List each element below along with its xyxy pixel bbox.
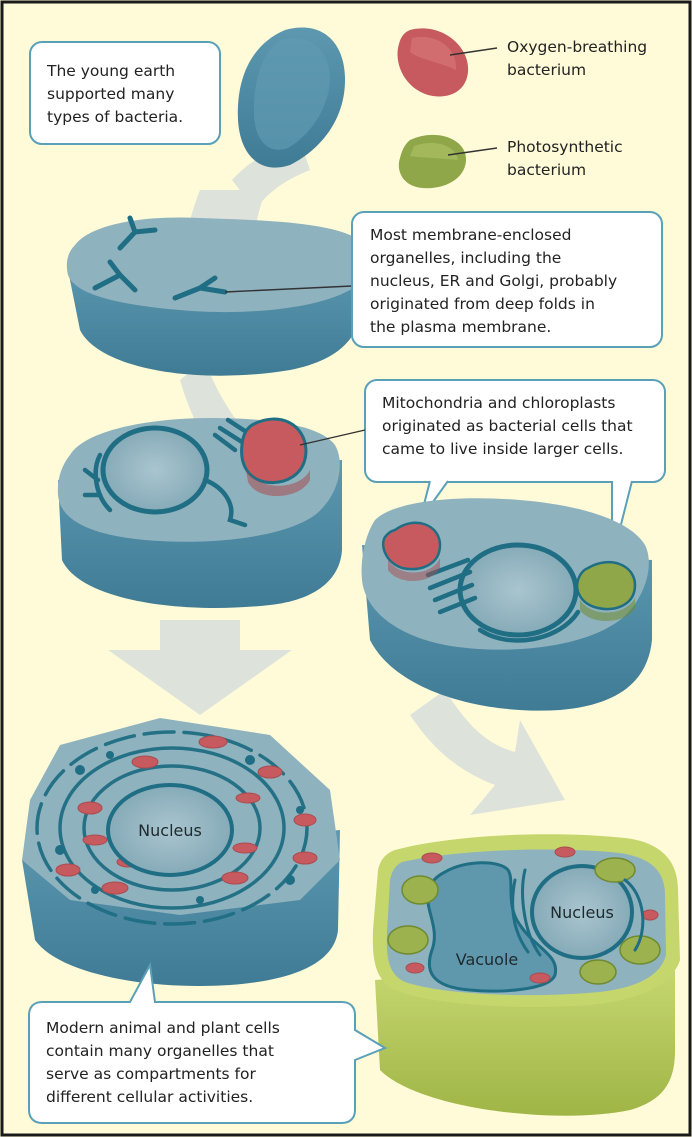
callout-membrane-line5: the plasma membrane. (370, 318, 551, 336)
chloroplast-2 (388, 926, 428, 954)
callout-mito-line1: Mitochondria and chloroplasts (382, 394, 615, 412)
chloroplast-3 (595, 858, 635, 882)
animal-mito-12 (102, 882, 128, 894)
vesicle-3 (245, 755, 255, 765)
legend-photo-line2: bacterium (507, 161, 586, 179)
plant-ancestor-nucleus (460, 545, 576, 635)
callout-young-earth-line3: types of bacteria. (47, 108, 183, 126)
animal-mito-8 (233, 843, 257, 853)
animal-mito-6 (294, 814, 316, 826)
vesicle-1 (75, 765, 85, 775)
plant-mito-4 (406, 963, 424, 973)
animal-mito-2 (132, 756, 158, 768)
callout-membrane-line2: organelles, including the (370, 249, 561, 267)
plant-mito-1 (422, 853, 442, 863)
plant-mito-3 (642, 910, 658, 920)
callout-membrane-line3: nucleus, ER and Golgi, probably (370, 272, 617, 290)
vesicle-6 (91, 886, 99, 894)
callout-modern-line2: contain many organelles that (46, 1042, 274, 1060)
legend-oxygen-line1: Oxygen-breathing (507, 38, 647, 56)
callout-modern-line1: Modern animal and plant cells (46, 1019, 280, 1037)
vesicle-5 (55, 845, 65, 855)
animal-mito-7 (83, 835, 107, 845)
vesicle-8 (196, 896, 204, 904)
early-nucleus (103, 428, 207, 512)
legend-photo-line1: Photosynthetic (507, 138, 623, 156)
engulfed-oxygen-bacterium (242, 419, 306, 483)
animal-mito-11 (222, 872, 248, 884)
vacuole-label: Vacuole (456, 950, 519, 969)
vesicle-2 (106, 751, 114, 759)
vesicle-4 (296, 806, 304, 814)
animal-mito-5 (236, 793, 260, 803)
callout-membrane-line1: Most membrane-enclosed (370, 226, 571, 244)
callout-mito-line2: originated as bacterial cells that (382, 417, 633, 435)
plant-mito-5 (530, 973, 550, 983)
animal-mito-4 (78, 802, 102, 814)
callout-young-earth-line2: supported many (47, 85, 174, 103)
vesicle-7 (285, 875, 295, 885)
folding-cell (67, 217, 366, 375)
animal-mito-10 (56, 864, 80, 876)
callout-membrane-line4: originated from deep folds in (370, 295, 595, 313)
plant-nucleus-label: Nucleus (550, 903, 614, 922)
animal-mito-1 (199, 736, 227, 748)
callout-modern-line3: serve as compartments for (46, 1065, 256, 1083)
chloroplast-5 (580, 960, 616, 984)
animal-nucleus-label: Nucleus (138, 821, 202, 840)
callout-mito-line3: came to live inside larger cells. (382, 440, 623, 458)
chloroplast-1 (402, 876, 438, 904)
animal-mito-13 (293, 852, 317, 864)
animal-cell: Nucleus (22, 718, 340, 986)
callout-modern-line4: different cellular activities. (46, 1088, 253, 1106)
engulfing-cell (58, 418, 342, 608)
chloroplast-in-cell (577, 562, 635, 609)
animal-mito-3 (258, 766, 282, 778)
plant-mito-2 (555, 847, 575, 857)
plant-cell: Vacuole Nucleus (373, 834, 680, 1115)
callout-young-earth-line1: The young earth (46, 62, 175, 80)
legend-oxygen-line2: bacterium (507, 61, 586, 79)
